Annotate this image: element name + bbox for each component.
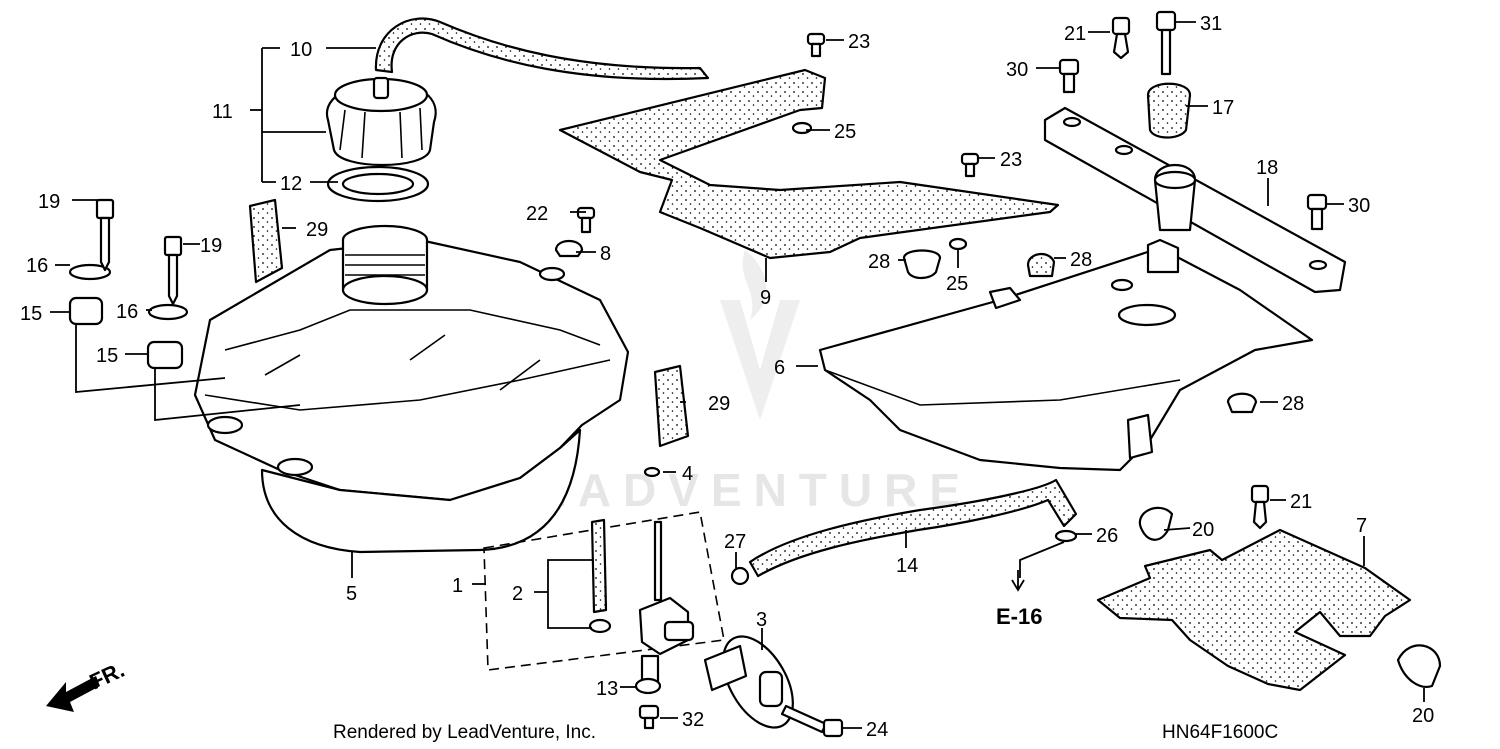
callout-23-mid: 23 bbox=[1000, 149, 1022, 171]
footer-credit: Rendered by LeadVenture, Inc. bbox=[333, 722, 596, 743]
leader-lines bbox=[50, 21, 1425, 729]
callout-23-top: 23 bbox=[848, 31, 870, 53]
fuel-tank bbox=[193, 224, 630, 554]
fuel-cap bbox=[325, 76, 437, 167]
callout-5: 5 bbox=[346, 583, 357, 605]
clip-4 bbox=[643, 466, 661, 478]
callout-1: 1 bbox=[452, 575, 463, 597]
rear-crossbar bbox=[1043, 106, 1347, 294]
callout-numbers: 10 11 12 19 19 16 16 15 15 29 29 5 22 8 … bbox=[20, 13, 1434, 741]
fuel-valve bbox=[638, 520, 695, 692]
mount-rubber-right bbox=[146, 235, 189, 370]
callout-20-top: 20 bbox=[1192, 519, 1214, 541]
tank-strap-mid bbox=[653, 364, 690, 448]
callout-8: 8 bbox=[600, 243, 611, 265]
diagram-code: HN64F1600C bbox=[1162, 722, 1278, 743]
callout-16-left: 16 bbox=[26, 255, 48, 277]
callout-27: 27 bbox=[724, 531, 746, 553]
valve-assembly-box bbox=[483, 511, 725, 671]
washer-25-top bbox=[791, 121, 813, 135]
seat-pad bbox=[558, 68, 1060, 260]
bolt-21-top bbox=[1111, 16, 1131, 60]
callout-14: 14 bbox=[896, 555, 918, 577]
callout-4: 4 bbox=[682, 463, 693, 485]
callout-28-right: 28 bbox=[1282, 393, 1304, 415]
rubber-cushion bbox=[1146, 82, 1192, 139]
fuel-strainer bbox=[588, 518, 612, 634]
clip-22 bbox=[576, 206, 596, 234]
callout-22: 22 bbox=[526, 203, 548, 225]
callout-3: 3 bbox=[756, 609, 767, 631]
callout-28-mid: 28 bbox=[1070, 249, 1092, 271]
callout-10: 10 bbox=[290, 39, 312, 61]
callout-29-mid: 29 bbox=[708, 393, 730, 415]
front-arrow-icon: FR. bbox=[46, 657, 128, 712]
tube-clip-26 bbox=[1054, 529, 1078, 543]
callout-18: 18 bbox=[1256, 157, 1278, 179]
grommet-28-right bbox=[1226, 392, 1258, 414]
callout-6: 6 bbox=[774, 357, 785, 379]
callout-29-top: 29 bbox=[306, 219, 328, 241]
screw-24 bbox=[780, 704, 844, 738]
bolt-30-right bbox=[1306, 193, 1328, 231]
clamp-20-top bbox=[1138, 506, 1174, 541]
grommet-28-mid bbox=[1026, 253, 1056, 278]
tube-clip-27 bbox=[730, 566, 750, 586]
callout-30-top: 30 bbox=[1006, 59, 1028, 81]
breather-tube bbox=[374, 17, 710, 81]
bolt-32 bbox=[638, 704, 660, 730]
callout-11: 11 bbox=[212, 101, 233, 123]
washer-25-mid bbox=[948, 237, 968, 251]
valve-lever bbox=[703, 635, 794, 729]
callout-15-right: 15 bbox=[96, 345, 118, 367]
callout-9: 9 bbox=[760, 287, 771, 309]
callout-19-right: 19 bbox=[200, 235, 222, 257]
callout-21-top: 21 bbox=[1064, 23, 1086, 45]
fuel-tube bbox=[748, 478, 1078, 578]
callout-19-left: 19 bbox=[38, 191, 60, 213]
watermark-logo bbox=[720, 250, 800, 420]
clip-23-top bbox=[806, 32, 826, 58]
cap-gasket bbox=[326, 165, 430, 203]
rear-fender bbox=[818, 238, 1314, 472]
callout-20-bottom: 20 bbox=[1412, 705, 1434, 727]
callout-7: 7 bbox=[1356, 515, 1367, 537]
tank-strap-top bbox=[248, 198, 284, 284]
callout-28-left: 28 bbox=[868, 251, 890, 273]
reference-e16: E-16 bbox=[996, 604, 1042, 629]
callout-26: 26 bbox=[1096, 525, 1118, 547]
callout-12: 12 bbox=[280, 173, 302, 195]
mount-rubber-left bbox=[68, 198, 115, 326]
grommet-8 bbox=[554, 239, 584, 258]
grommet-28-left bbox=[902, 249, 942, 280]
callout-21-lower: 21 bbox=[1290, 491, 1312, 513]
callout-25-top: 25 bbox=[834, 121, 856, 143]
callout-24: 24 bbox=[866, 719, 888, 741]
callout-13: 13 bbox=[596, 678, 618, 700]
callout-15-left: 15 bbox=[20, 303, 42, 325]
clamp-20-bottom bbox=[1396, 644, 1442, 688]
callout-32: 32 bbox=[682, 709, 704, 731]
clip-23-mid bbox=[960, 152, 980, 178]
callout-2: 2 bbox=[512, 583, 523, 605]
callout-31: 31 bbox=[1200, 13, 1222, 35]
bolt-21-lower bbox=[1250, 484, 1270, 530]
under-cover bbox=[1096, 528, 1412, 692]
bolt-30-top bbox=[1058, 58, 1080, 94]
callout-30-right: 30 bbox=[1348, 195, 1370, 217]
o-ring-13 bbox=[634, 677, 662, 695]
callout-25-mid: 25 bbox=[946, 273, 968, 295]
callout-16-right: 16 bbox=[116, 301, 138, 323]
bolt-31 bbox=[1155, 10, 1177, 76]
callout-17: 17 bbox=[1212, 97, 1234, 119]
